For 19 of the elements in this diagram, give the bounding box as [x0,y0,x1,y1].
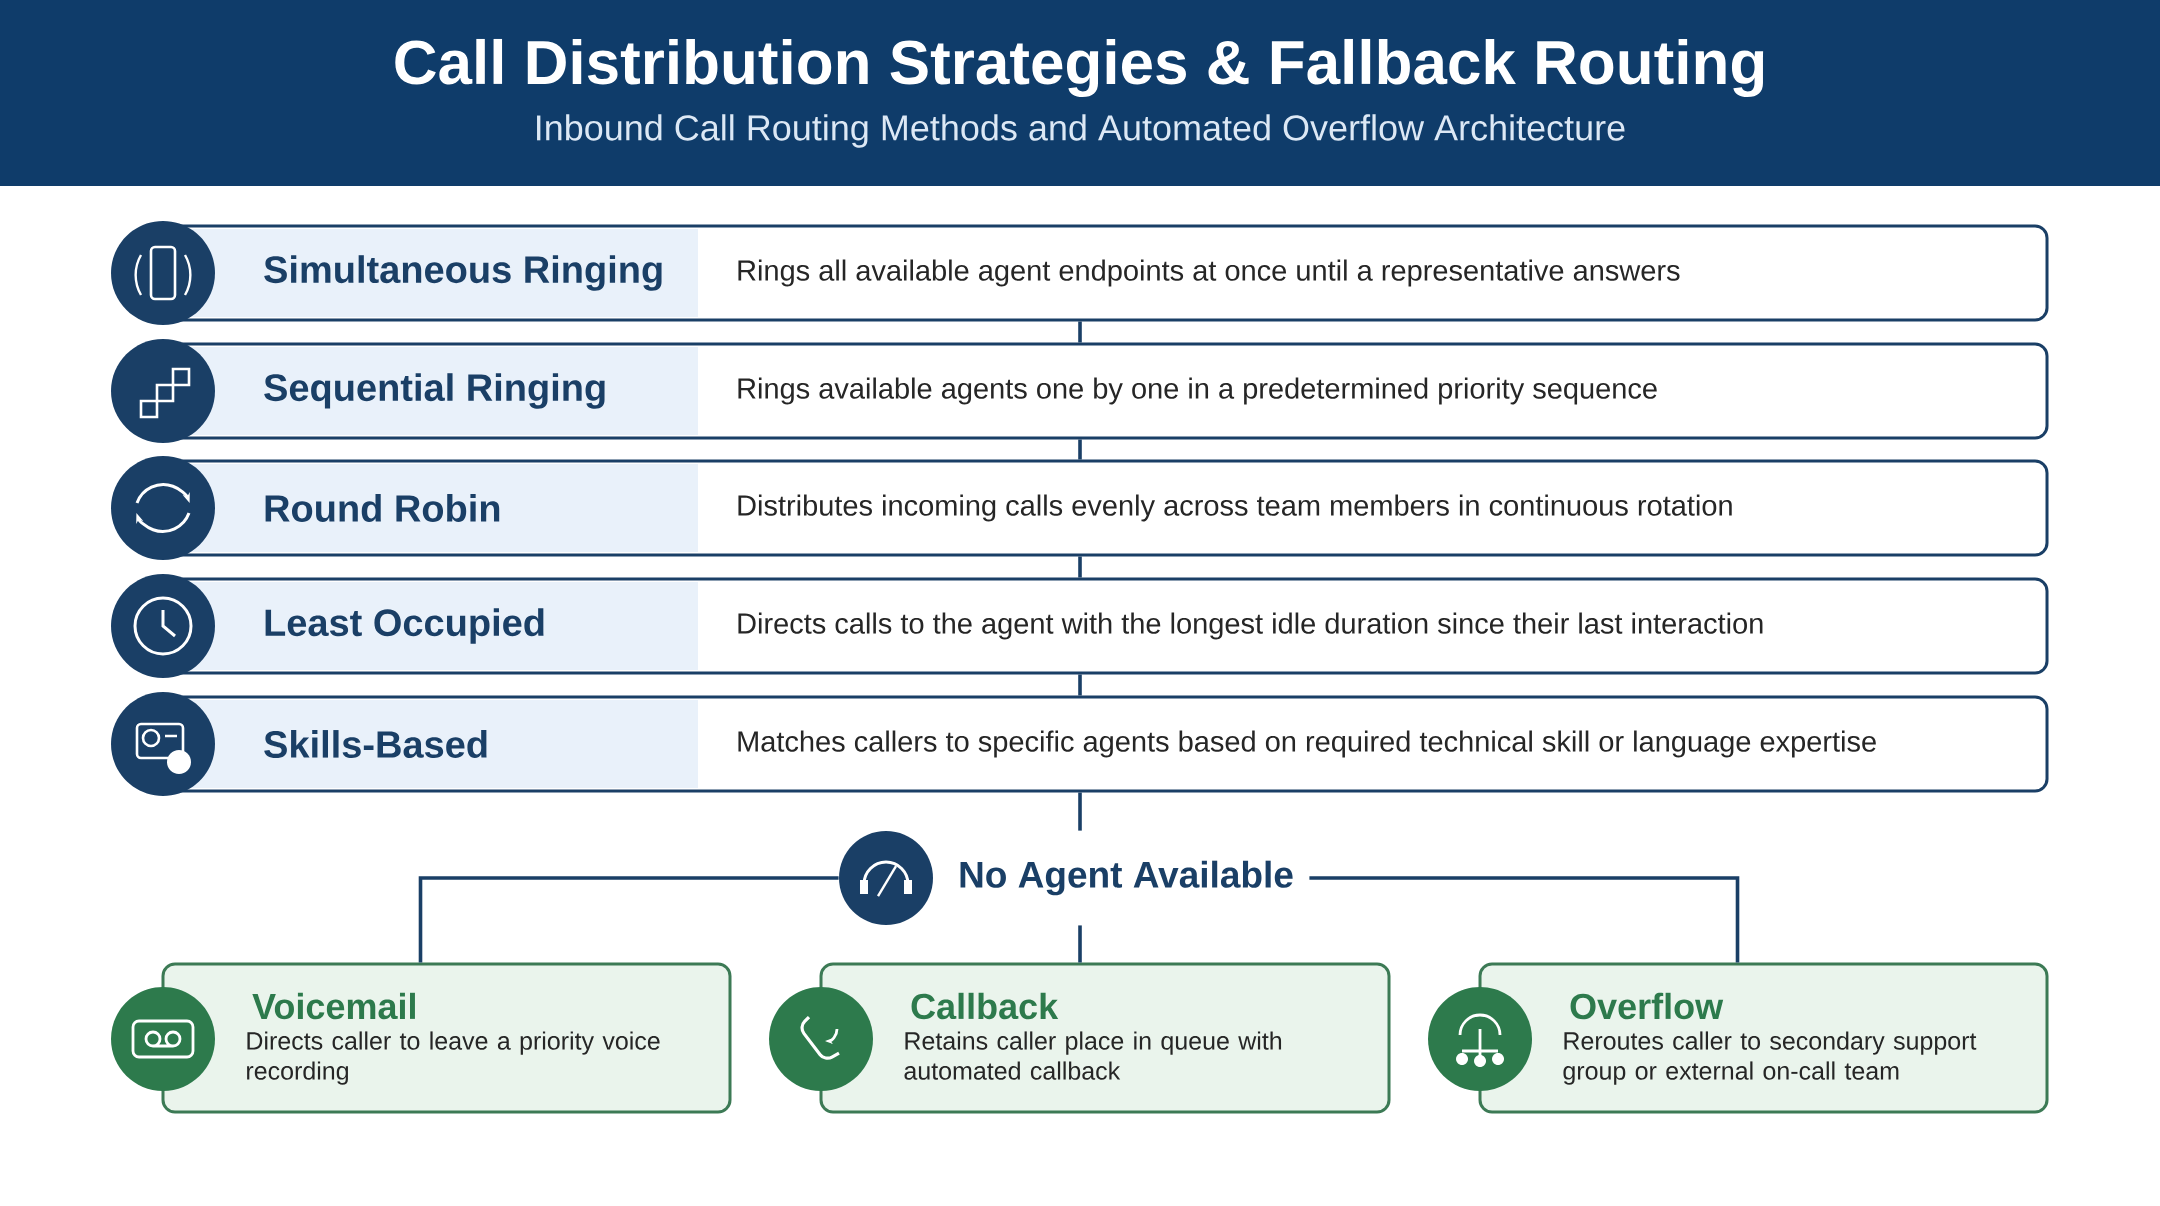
connector [1078,925,1082,963]
connector [1078,556,1082,578]
option-card: Callback Retains caller place in queue with automated callback [819,962,1391,1114]
strategy-row: Skills-Based Matches callers to specific agents based on required technical skill or language expertise [163,695,2049,793]
connector [1309,876,1740,963]
option-card: Voicemail Directs caller to leave a priority voice recording [161,962,732,1114]
option-card: Overflow Reroutes caller to secondary support group or external on-call team [1478,962,2049,1114]
status-label: No Agent Available [960,860,1293,896]
strategy-row: Least Occupied Directs calls to the agent with the longest idle duration since their last interaction [163,577,2049,675]
connector [1078,439,1082,460]
subtitle: Inbound Call Routing Methods and Automated Overflow Architecture [537,114,1625,148]
connector [1078,321,1082,343]
connector [1078,792,1082,831]
strategy-row: Simultaneous Ringing Rings all available agent endpoints at once until a representative answers [163,224,2049,322]
connector [418,876,839,963]
title: Call Distribution Strategies & Fallback Routing [395,38,1764,98]
strategy-row: Round Robin Distributes incoming calls evenly across team members in continuous rotation [163,459,2049,557]
connector [1078,674,1082,696]
strategy-row: Sequential Ringing Rings available agents one by one in a predetermined priority sequence [163,342,2049,440]
